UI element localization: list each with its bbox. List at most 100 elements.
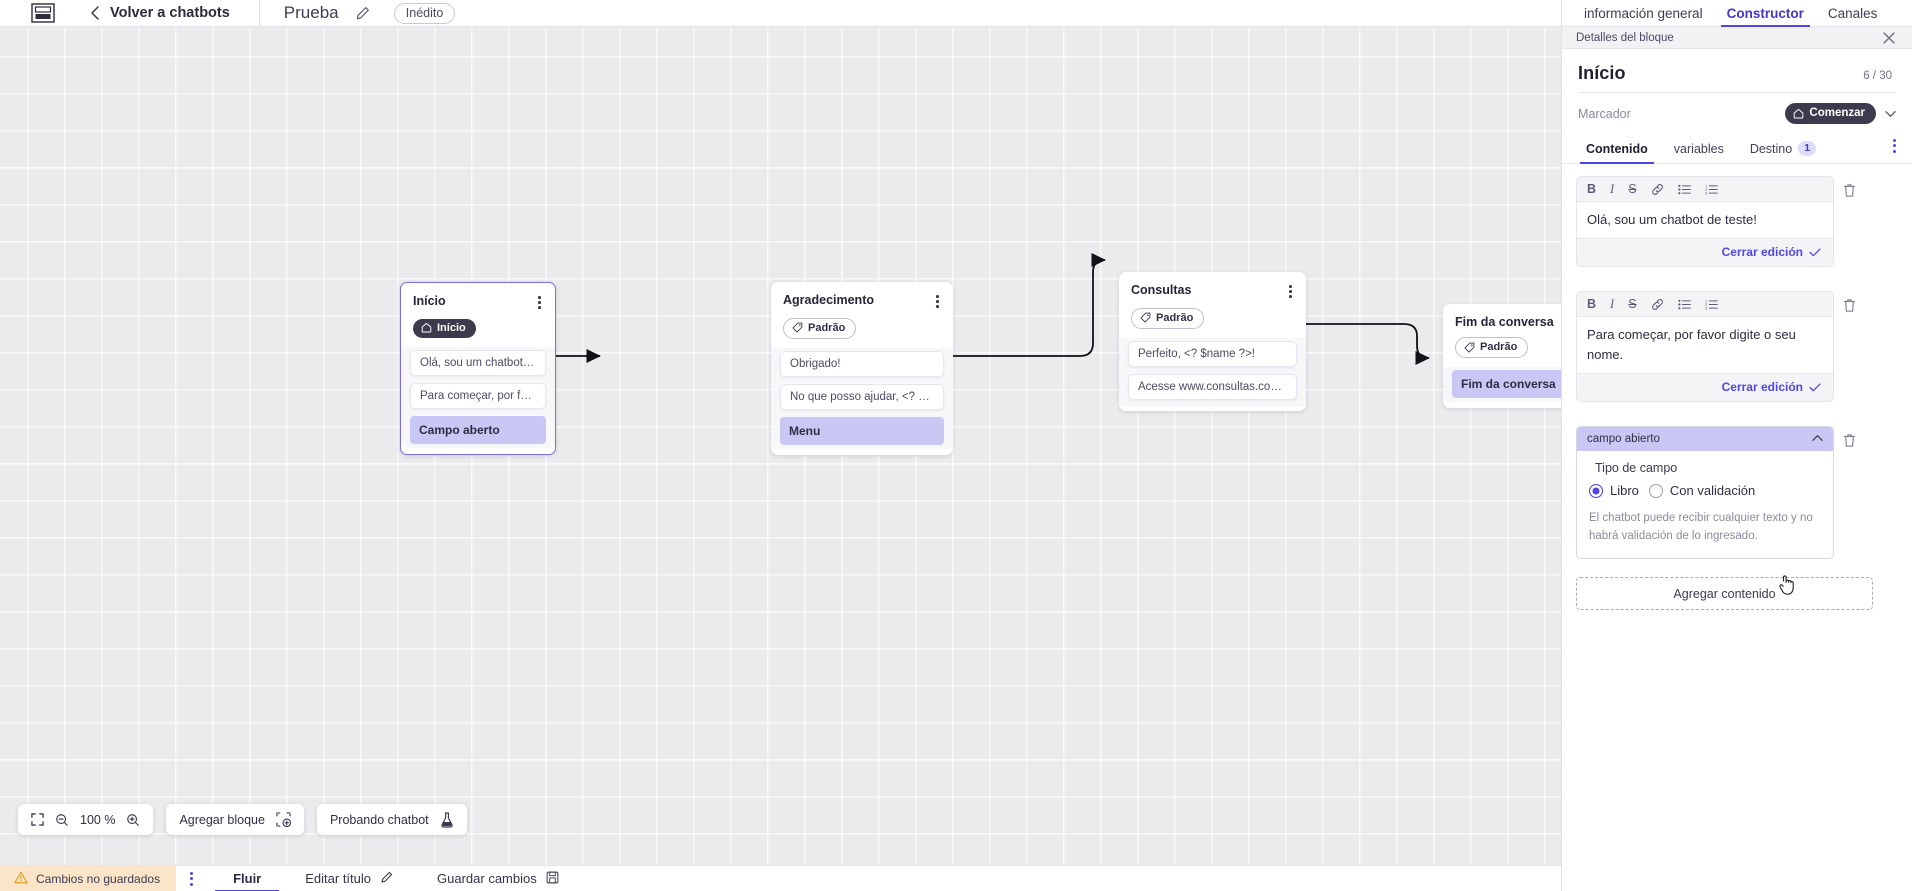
trash-icon[interactable] <box>1842 297 1856 313</box>
flow-canvas[interactable]: Início Início Olá, sou um chatbot de tes… <box>0 27 1561 865</box>
marker-badge-label: Comenzar <box>1809 107 1865 119</box>
add-block-button[interactable]: Agregar bloque <box>166 804 304 835</box>
node-title: Agradecimento <box>783 293 874 307</box>
close-edit-button-1[interactable]: Cerrar edición <box>1577 239 1833 266</box>
node-tag-label: Início <box>437 321 466 334</box>
kebab-vertical-icon[interactable] <box>1287 283 1294 300</box>
node-footer-action[interactable]: Menu <box>780 416 944 445</box>
node-title: Fim da conversa <box>1455 315 1554 329</box>
tab-constructor[interactable]: Constructor <box>1715 6 1816 27</box>
block-counter: 6 / 30 <box>1863 70 1892 82</box>
footer-save-changes-button[interactable]: Guardar cambios <box>415 866 581 891</box>
kebab-vertical-icon[interactable] <box>1891 135 1898 163</box>
flow-node-inicio[interactable]: Início Início Olá, sou um chatbot de tes… <box>400 282 556 455</box>
node-header: Consultas <box>1119 272 1306 300</box>
node-body: Olá, sou um chatbot de teste! Para começ… <box>401 346 555 448</box>
chevron-left-icon[interactable] <box>88 6 102 20</box>
editor-text-2[interactable]: Para começar, por favor digite o seu nom… <box>1577 316 1833 375</box>
italic-icon[interactable]: I <box>1610 297 1615 312</box>
toolbar-divider <box>258 0 260 27</box>
node-message[interactable]: Perfeito, <? $name ?>! <box>1128 340 1297 367</box>
flow-node-fim-da-conversa[interactable]: Fim da conversa Padrão Fim da conversa <box>1443 304 1561 408</box>
flow-node-agradecimento[interactable]: Agradecimento Padrão Obrigado! No que po… <box>771 282 953 455</box>
node-tag-default: Padrão <box>1455 337 1529 358</box>
italic-icon[interactable]: I <box>1610 182 1615 196</box>
flow-node-consultas[interactable]: Consultas Padrão Perfeito, <? $name ?>! … <box>1119 272 1306 411</box>
tab-contenido[interactable]: Contenido <box>1576 142 1658 164</box>
destino-count-badge: 1 <box>1798 141 1817 156</box>
tag-icon <box>792 322 803 333</box>
node-message[interactable]: Obrigado! <box>780 350 944 377</box>
panel-tabs: información general Constructor Canales <box>1562 0 1912 27</box>
bold-icon[interactable]: B <box>1587 182 1597 196</box>
tab-destino[interactable]: Destino 1 <box>1740 141 1826 163</box>
link-icon[interactable] <box>1651 183 1664 196</box>
svg-text:2: 2 <box>1705 303 1707 307</box>
trash-icon[interactable] <box>1842 432 1856 448</box>
trash-icon[interactable] <box>1842 182 1856 198</box>
chevron-down-icon[interactable] <box>1884 108 1896 120</box>
radio-label: Con validación <box>1669 483 1756 499</box>
divider <box>1578 92 1896 93</box>
bold-icon[interactable]: B <box>1587 297 1597 312</box>
svg-text:1: 1 <box>1705 299 1707 303</box>
app-logo-icon[interactable] <box>28 1 58 25</box>
back-to-chatbots-link[interactable]: Volver a chatbots <box>110 5 230 21</box>
add-content-button[interactable]: Agregar contenido <box>1576 577 1873 611</box>
footer-tab-fluir[interactable]: Fluir <box>211 866 283 891</box>
radio-icon <box>1648 483 1663 498</box>
field-config-card: campo abierto Tipo de campo Libro <box>1576 426 1834 560</box>
strikethrough-icon[interactable]: S <box>1628 182 1637 196</box>
test-chatbot-button[interactable]: Probando chatbot <box>316 804 467 835</box>
field-block-campo-abierto: campo abierto Tipo de campo Libro <box>1576 426 1898 560</box>
node-tag-label: Padrão <box>1480 341 1518 353</box>
field-header[interactable]: campo abierto <box>1577 427 1833 452</box>
radio-option-con-validacion[interactable]: Con validación <box>1648 483 1756 499</box>
node-footer-action[interactable]: Fim da conversa <box>1452 370 1561 398</box>
node-footer-action[interactable]: Campo aberto <box>410 415 546 444</box>
fit-screen-icon[interactable] <box>31 813 44 826</box>
node-title: Consultas <box>1131 283 1192 297</box>
svg-text:2: 2 <box>1705 188 1707 192</box>
kebab-vertical-icon[interactable] <box>934 293 941 310</box>
node-body: Fim da conversa <box>1443 367 1561 402</box>
node-message[interactable]: No que posso ajudar, <? $name ... <box>780 383 944 410</box>
zoom-controls[interactable]: 100 % <box>18 804 154 835</box>
tab-canales[interactable]: Canales <box>1827 6 1878 21</box>
svg-text:1: 1 <box>1705 184 1707 188</box>
add-block-icon <box>276 812 291 827</box>
field-header-label: campo abierto <box>1587 433 1660 446</box>
close-icon[interactable] <box>1882 31 1896 45</box>
radio-option-libro[interactable]: Libro <box>1589 483 1639 498</box>
zoom-in-icon[interactable] <box>126 813 140 827</box>
node-message[interactable]: Acesse www.consultas.com par... <box>1128 373 1297 400</box>
marker-badge-comenzar[interactable]: Comenzar <box>1785 103 1876 124</box>
node-title: Início <box>413 294 446 308</box>
editor-text-1[interactable]: Olá, sou um chatbot de teste! <box>1577 201 1833 240</box>
node-message[interactable]: Olá, sou um chatbot de teste! <box>410 349 546 376</box>
node-body: Perfeito, <? $name ?>! Acesse www.consul… <box>1119 337 1306 407</box>
link-icon[interactable] <box>1651 298 1664 311</box>
close-edit-button-2[interactable]: Cerrar edición <box>1577 374 1833 401</box>
footer-tab-label: Fluir <box>233 871 262 886</box>
footer-edit-title-button[interactable]: Editar título <box>283 866 415 891</box>
tab-variables[interactable]: variables <box>1664 142 1734 163</box>
pencil-icon[interactable] <box>354 4 372 22</box>
bullet-list-icon[interactable] <box>1677 299 1691 310</box>
tab-informacion-general[interactable]: información general <box>1584 6 1703 21</box>
chevron-up-icon[interactable] <box>1812 433 1823 445</box>
bullet-list-icon[interactable] <box>1677 184 1691 195</box>
node-message[interactable]: Para começar, por favor digite o ... <box>410 382 546 409</box>
node-header: Início <box>401 283 555 311</box>
kebab-vertical-icon[interactable] <box>536 294 543 311</box>
node-header: Fim da conversa <box>1443 304 1561 329</box>
strikethrough-icon[interactable]: S <box>1628 297 1637 312</box>
zoom-out-icon[interactable] <box>55 813 69 827</box>
kebab-vertical-icon[interactable] <box>190 871 194 886</box>
